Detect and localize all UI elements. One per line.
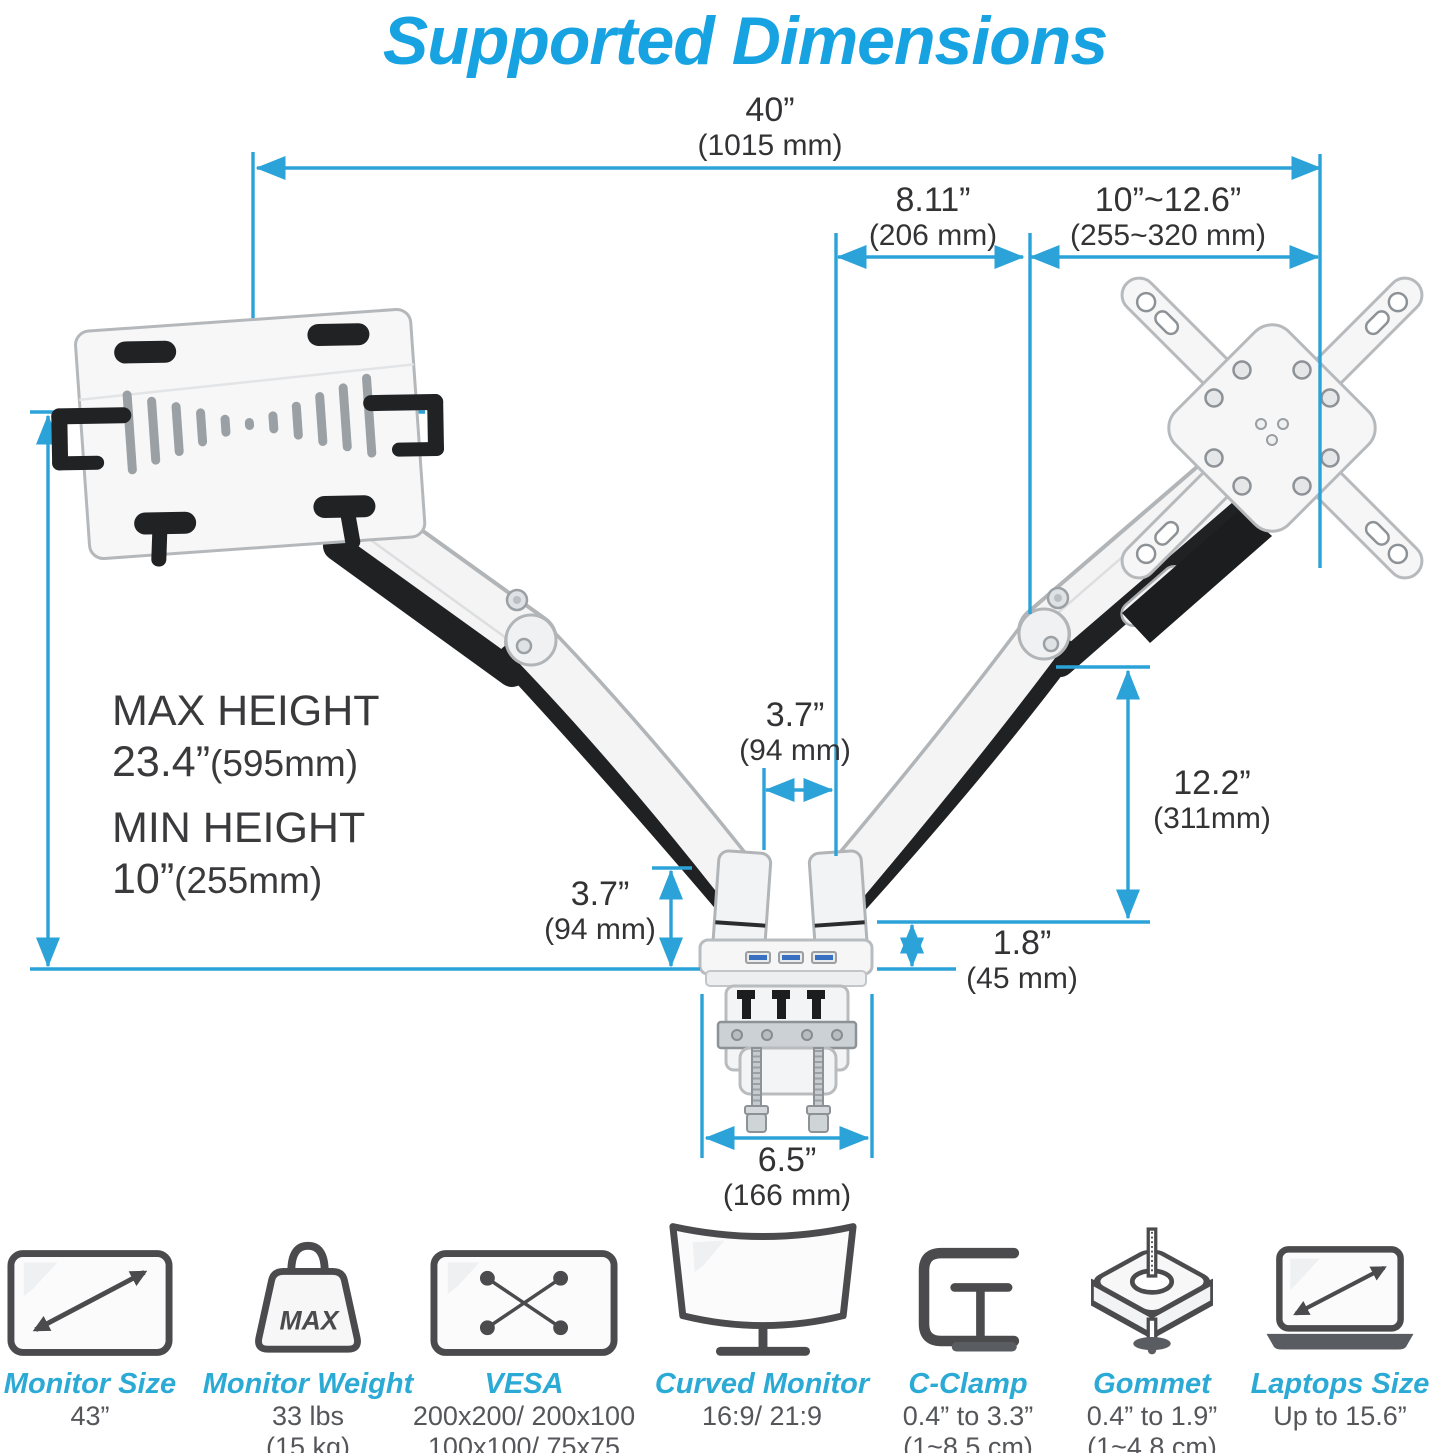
dim-upper-arm-offset: 3.7” (94 mm)	[739, 696, 851, 768]
weight-icon: MAX	[193, 1236, 423, 1358]
dim-lower-arm-height: 3.7” (94 mm)	[544, 875, 656, 947]
feature-monitor-weight: MAX Monitor Weight 33 lbs (15 kg)	[193, 1236, 423, 1453]
vesa-screws	[1204, 360, 1340, 496]
dim-arm-rise: 12.2” (311mm)	[1153, 764, 1271, 836]
monitor-size-icon	[0, 1236, 205, 1358]
height-range-label: MAX HEIGHT 23.4”(595mm) MIN HEIGHT 10”(2…	[112, 687, 380, 904]
curved-monitor-icon	[647, 1223, 877, 1358]
laptop-tray	[51, 307, 444, 567]
tray-clip-right	[363, 393, 444, 457]
vesa-center-holes	[1255, 418, 1289, 446]
elbow-joints	[504, 607, 1071, 667]
tray-pads	[114, 323, 376, 567]
vesa-plate	[1120, 276, 1424, 643]
right-lower-arm	[814, 608, 1076, 918]
clamp-screws	[744, 1047, 831, 1133]
vesa-icon	[409, 1236, 639, 1358]
dimension-lines	[30, 154, 1322, 1158]
dim-arm-extension: 10”~12.6” (255~320 mm)	[1070, 181, 1266, 253]
feature-laptops-size: Laptops Size Up to 15.6”	[1225, 1236, 1445, 1432]
joint-screws	[505, 586, 1070, 655]
dim-base-width: 6.5” (166 mm)	[722, 1141, 852, 1213]
left-lower-arm	[498, 616, 768, 916]
grommet-icon	[1037, 1227, 1267, 1358]
page-title: Supported Dimensions	[382, 3, 1108, 79]
dim-rear-offset: 8.11” (206 mm)	[868, 181, 998, 253]
laptop-icon	[1225, 1236, 1445, 1358]
dim-base-thickness: 1.8” (45 mm)	[966, 924, 1078, 996]
feature-curved-monitor: Curved Monitor 16:9/ 21:9	[647, 1223, 877, 1432]
feature-gommet: Gommet 0.4” to 1.9” (1~4.8 cm)	[1037, 1227, 1267, 1453]
dim-width: 40” (1015 mm)	[697, 91, 843, 163]
base-and-clamp	[698, 849, 874, 1133]
vesa-arms	[1120, 276, 1424, 580]
usb-ports	[745, 951, 837, 964]
svg-text:MAX: MAX	[279, 1305, 340, 1335]
tray-clip-left	[51, 407, 132, 471]
monitor-arm-illustration	[30, 152, 1424, 1158]
feature-c-clamp: C-Clamp 0.4” to 3.3” (1~8.5 cm)	[853, 1236, 1083, 1453]
feature-monitor-size: Monitor Size 43”	[0, 1236, 205, 1432]
c-clamp-icon	[853, 1236, 1083, 1358]
feature-vesa: VESA 200x200/ 200x100 100x100/ 75x75	[409, 1236, 639, 1453]
vent-slots	[122, 373, 377, 475]
